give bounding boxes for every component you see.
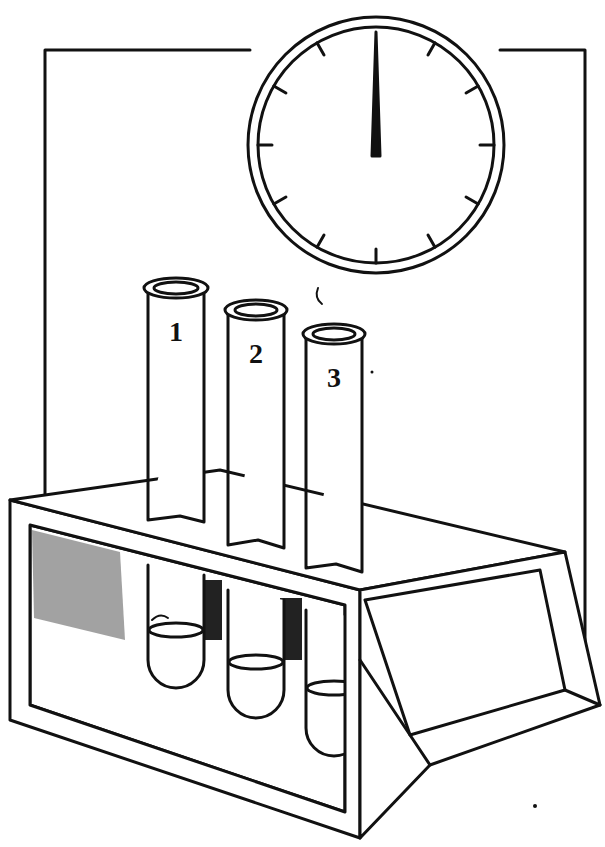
- callout-number: 2: [249, 340, 263, 368]
- test-tube: [306, 336, 362, 572]
- meniscus-mark: [152, 615, 168, 620]
- callout-number: 3: [327, 364, 341, 392]
- handle-lip: [360, 660, 600, 765]
- tubes: [144, 278, 365, 572]
- clock-hand: [372, 32, 380, 156]
- clock-tick: [466, 197, 478, 204]
- clock-tick: [317, 235, 324, 247]
- clock-tick: [258, 144, 272, 147]
- rack-end: [360, 552, 600, 838]
- clock-tick: [428, 235, 435, 247]
- clock-tick: [480, 144, 494, 147]
- clock-tick: [428, 43, 435, 55]
- speck: [371, 371, 374, 374]
- test-tube: [228, 312, 284, 548]
- clock-tick: [274, 197, 286, 204]
- speck: [533, 804, 537, 808]
- clock-tick: [274, 86, 286, 93]
- callout-number: 1: [169, 318, 183, 346]
- clock-tick: [466, 86, 478, 93]
- pointer-mark: [317, 288, 322, 304]
- clock: [248, 17, 504, 273]
- test-tube: [148, 290, 204, 522]
- clock-tick: [375, 249, 378, 263]
- clock-tick: [317, 43, 324, 55]
